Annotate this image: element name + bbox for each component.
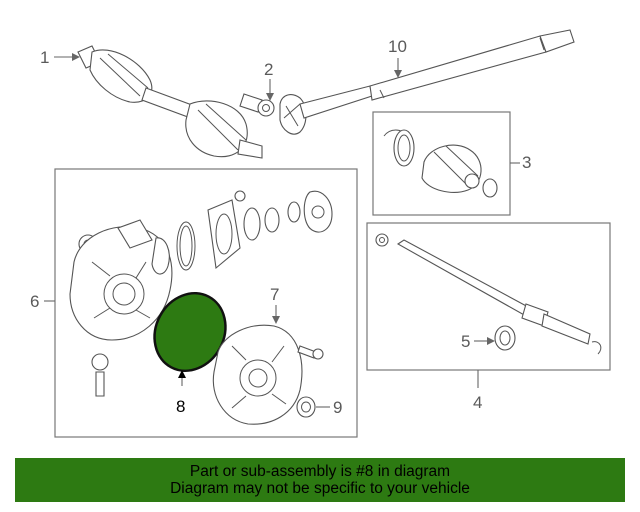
callout-2: 2 xyxy=(264,60,273,79)
callout-4: 4 xyxy=(473,393,482,412)
callout-9: 9 xyxy=(333,398,342,417)
callout-8: 8 xyxy=(176,397,185,416)
differential-housing xyxy=(69,219,173,397)
info-banner: Part or sub-assembly is #8 in diagram Di… xyxy=(15,458,625,502)
callout-6: 6 xyxy=(30,292,39,311)
callout-10: 10 xyxy=(388,37,407,56)
bearing-part-5 xyxy=(494,325,516,351)
banner-line-2: Diagram may not be specific to your vehi… xyxy=(170,480,470,497)
boot-kit-part-3 xyxy=(383,129,498,198)
differential-assembly-box xyxy=(54,168,358,438)
seal-part-9 xyxy=(296,396,316,418)
inner-shaft-part-4 xyxy=(375,233,602,355)
axle-shaft-part-1 xyxy=(77,45,263,159)
parts-diagram: 1 2 10 3 4 xyxy=(30,29,611,438)
callout-5: 5 xyxy=(461,332,470,351)
callout-7: 7 xyxy=(270,285,279,304)
propeller-shaft-part-10 xyxy=(279,29,575,135)
differential-cover-part-7 xyxy=(212,324,324,425)
callout-3: 3 xyxy=(522,153,531,172)
bolt-part-2 xyxy=(239,93,275,117)
inner-shaft-box xyxy=(366,222,611,371)
banner-line-1: Part or sub-assembly is #8 in diagram xyxy=(189,463,451,480)
callout-1: 1 xyxy=(40,48,49,67)
gasket-seal-kit xyxy=(176,190,333,271)
